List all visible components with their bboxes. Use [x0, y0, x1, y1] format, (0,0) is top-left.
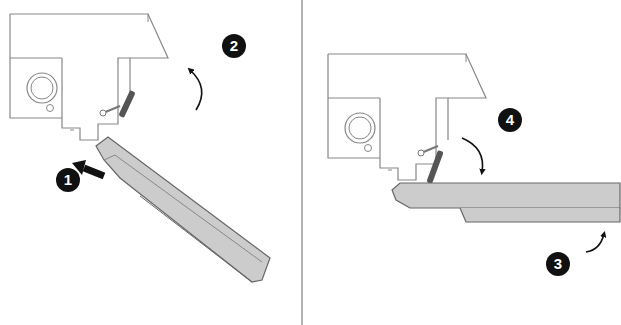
callout-number: 3 — [546, 252, 570, 276]
callout-number: 2 — [222, 34, 246, 58]
callout-number: 1 — [56, 168, 80, 192]
callout-number: 4 — [498, 108, 522, 132]
